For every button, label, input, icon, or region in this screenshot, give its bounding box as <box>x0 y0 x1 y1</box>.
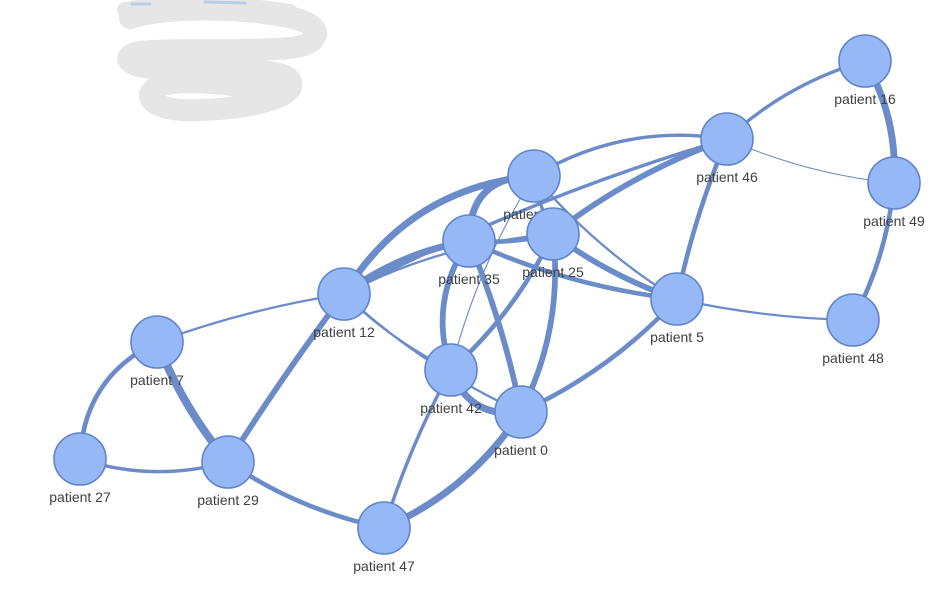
node-label-p16: patient 16 <box>834 91 896 107</box>
node-circle-p42[interactable] <box>424 343 478 397</box>
node-p29[interactable]: patient 29 <box>197 435 259 508</box>
node-circle-p12[interactable] <box>317 267 371 321</box>
node-p46[interactable]: patient 46 <box>696 112 758 185</box>
node-label-p0: patient 0 <box>494 442 548 458</box>
node-label-p25: patient 25 <box>522 264 584 280</box>
edge-p46-p12 <box>342 137 729 296</box>
node-circle-p48[interactable] <box>826 293 880 347</box>
node-circle-p0[interactable] <box>494 385 548 439</box>
node-label-p12: patient 12 <box>313 324 375 340</box>
node-label-p7: patient 7 <box>130 372 184 388</box>
node-circle-p16[interactable] <box>838 34 892 88</box>
node-p42[interactable]: patient 42 <box>420 343 482 416</box>
node-p25[interactable]: patient 25 <box>522 207 584 280</box>
node-circle-p24[interactable] <box>507 149 561 203</box>
node-circle-p27[interactable] <box>53 432 107 486</box>
node-label-p27: patient 27 <box>49 489 111 505</box>
node-p12[interactable]: patient 12 <box>313 267 375 340</box>
node-circle-p35[interactable] <box>442 214 496 268</box>
node-p49[interactable]: patient 49 <box>863 156 925 229</box>
node-circle-p47[interactable] <box>357 501 411 555</box>
node-label-p29: patient 29 <box>197 492 259 508</box>
node-circle-p29[interactable] <box>201 435 255 489</box>
node-circle-p7[interactable] <box>130 315 184 369</box>
node-circle-p46[interactable] <box>700 112 754 166</box>
node-label-p35: patient 35 <box>438 271 500 287</box>
node-label-p46: patient 46 <box>696 169 758 185</box>
node-label-p49: patient 49 <box>863 213 925 229</box>
node-p27[interactable]: patient 27 <box>49 432 111 505</box>
node-label-p42: patient 42 <box>420 400 482 416</box>
node-p48[interactable]: patient 48 <box>822 293 884 366</box>
redacted-legend-scribble-icon <box>117 0 327 122</box>
node-label-p47: patient 47 <box>353 558 415 574</box>
node-p16[interactable]: patient 16 <box>834 34 896 107</box>
node-p0[interactable]: patient 0 <box>494 385 548 458</box>
node-circle-p25[interactable] <box>526 207 580 261</box>
node-p5[interactable]: patient 5 <box>650 272 704 345</box>
node-label-p48: patient 48 <box>822 350 884 366</box>
node-p7[interactable]: patient 7 <box>130 315 184 388</box>
node-p47[interactable]: patient 47 <box>353 501 415 574</box>
node-circle-p49[interactable] <box>867 156 921 210</box>
node-label-p5: patient 5 <box>650 329 704 345</box>
edge-p12-p29 <box>225 291 347 465</box>
node-p35[interactable]: patient 35 <box>438 214 500 287</box>
node-circle-p5[interactable] <box>650 272 704 326</box>
